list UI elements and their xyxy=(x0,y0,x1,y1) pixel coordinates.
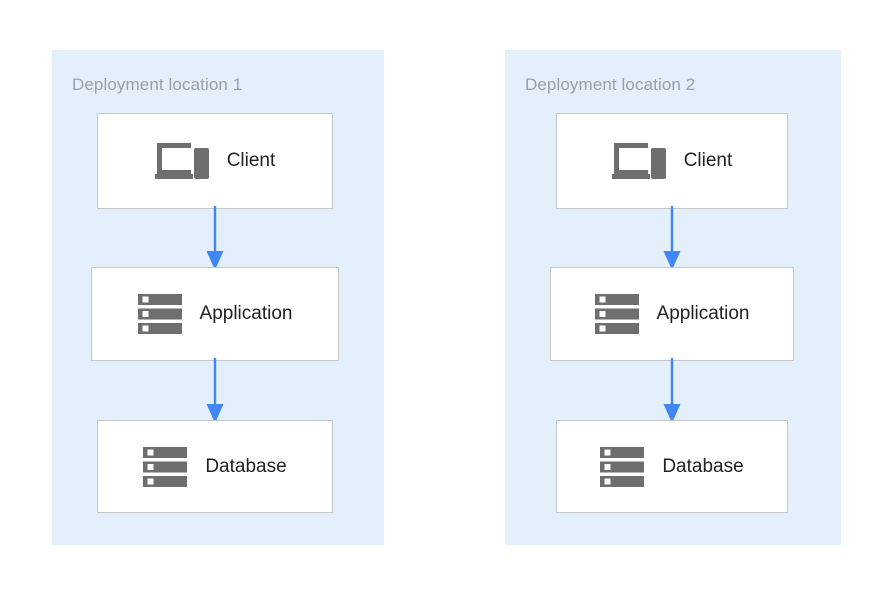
zone-2-node-client-label: Client xyxy=(683,150,733,171)
deployment-zone-2: Deployment location 2 Client xyxy=(505,50,841,545)
zone-2-node-database[interactable]: Database xyxy=(556,420,788,513)
zone-2-node-application[interactable]: Application xyxy=(550,267,794,361)
zone-2-node-client[interactable]: Client xyxy=(556,113,788,209)
zone-1-arrow-client-to-application xyxy=(206,206,224,270)
devices-icon xyxy=(154,140,209,182)
deployment-zone-1: Deployment location 1 Client xyxy=(52,50,384,545)
server-icon xyxy=(594,293,639,335)
server-icon xyxy=(600,446,645,488)
zone-2-arrow-application-to-database xyxy=(663,358,681,423)
server-icon xyxy=(137,293,182,335)
server-icon xyxy=(143,446,188,488)
zone-1-node-database[interactable]: Database xyxy=(97,420,333,513)
zone-1-arrow-application-to-database xyxy=(206,358,224,423)
zone-1-node-client-label: Client xyxy=(226,150,276,171)
zone-1-label: Deployment location 1 xyxy=(72,75,243,94)
zone-2-arrow-client-to-application xyxy=(663,206,681,270)
zone-1-node-application-label: Application xyxy=(199,303,293,324)
zone-2-node-database-label: Database xyxy=(662,455,744,477)
zone-1-node-application[interactable]: Application xyxy=(91,267,339,361)
zone-2-node-application-label: Application xyxy=(656,303,750,324)
zone-1-node-client[interactable]: Client xyxy=(97,113,333,209)
zone-1-node-database-label: Database xyxy=(205,455,287,477)
zone-2-label: Deployment location 2 xyxy=(525,75,696,94)
devices-icon xyxy=(611,140,666,182)
